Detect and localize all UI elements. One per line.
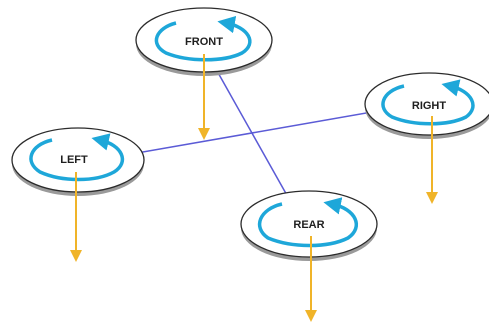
rotor-label-front: FRONT xyxy=(185,36,223,48)
rotor-label-rear: REAR xyxy=(293,219,324,231)
rotor-left: LEFT xyxy=(11,127,145,262)
rotation-arrow-icon xyxy=(29,133,125,182)
arm-left-right xyxy=(119,107,396,157)
airframe-arms xyxy=(119,61,396,207)
rotor-label-left: LEFT xyxy=(60,154,88,166)
rotor-rear: REAR xyxy=(240,190,378,322)
rotation-arrow-icon xyxy=(154,15,252,62)
arm-front-rear xyxy=(211,61,294,207)
rotor-right: RIGHT xyxy=(364,72,489,204)
rotor-label-right: RIGHT xyxy=(412,100,447,112)
rotation-arrow-icon xyxy=(381,79,475,126)
rotor-front: FRONT xyxy=(135,7,273,140)
rotation-arrow-icon xyxy=(257,197,359,248)
